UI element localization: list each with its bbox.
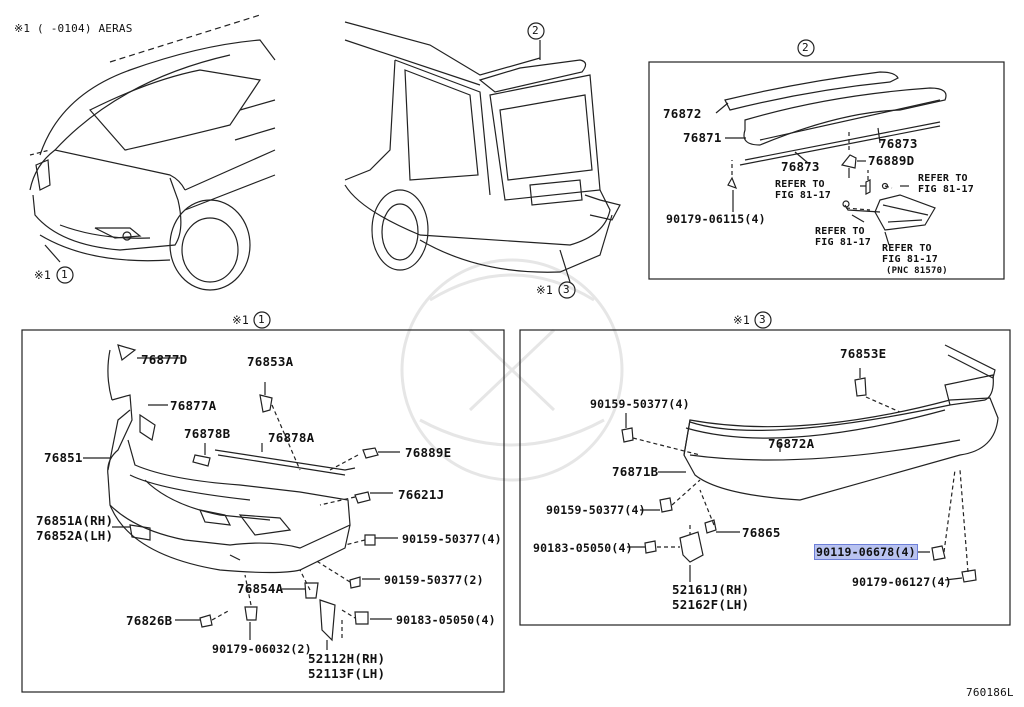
- part-76621J[interactable]: 76621J: [398, 487, 445, 502]
- part-52113F[interactable]: 52113F(LH): [308, 666, 386, 681]
- part-76854A[interactable]: 76854A: [237, 581, 284, 596]
- part-52161J[interactable]: 52161J(RH): [672, 582, 750, 597]
- refer-note-2: REFER TO: [918, 173, 968, 184]
- rear-leader-lines: [625, 368, 963, 582]
- section-mark-front: ※1: [232, 313, 249, 327]
- part-90183-05050-rear[interactable]: 90183-05050(4): [533, 541, 633, 555]
- section-number-front: 1: [258, 313, 265, 326]
- part-76865[interactable]: 76865: [742, 525, 781, 540]
- watermark-logo: [400, 258, 624, 482]
- rear-bumper-assembly: [621, 344, 999, 583]
- part-76872[interactable]: 76872: [663, 106, 702, 121]
- part-90159-50377-rear-lower[interactable]: 90159-50377(4): [546, 503, 646, 517]
- part-76851[interactable]: 76851: [44, 450, 83, 465]
- callout-circle-1: [56, 266, 74, 284]
- model-note: ※1 ( -0104) AERAS: [14, 22, 133, 35]
- part-76852A[interactable]: 76852A(LH): [36, 528, 114, 543]
- refer-fig-1[interactable]: FIG 81-17: [775, 190, 831, 201]
- part-52162F[interactable]: 52162F(LH): [672, 597, 750, 612]
- front-leader-lines: [83, 357, 400, 650]
- part-76889D[interactable]: 76889D: [868, 153, 915, 168]
- callout-number-front: 1: [61, 268, 68, 281]
- part-76851A[interactable]: 76851A(RH): [36, 513, 114, 528]
- pnc-note: (PNC 81570): [886, 266, 948, 276]
- part-76878A[interactable]: 76878A: [268, 430, 315, 445]
- part-90179-06032[interactable]: 90179-06032(2): [212, 642, 312, 656]
- section-number-rear: 3: [759, 313, 766, 326]
- callout-circle-2: [527, 22, 545, 40]
- refer-note-4: REFER TO: [882, 243, 932, 254]
- part-52112H[interactable]: 52112H(RH): [308, 651, 386, 666]
- diagram-id: 760186L: [966, 686, 1014, 699]
- part-90179-06115[interactable]: 90179-06115(4): [666, 212, 766, 226]
- part-90159-50377-2[interactable]: 90159-50377(2): [384, 573, 484, 587]
- part-76877A[interactable]: 76877A: [170, 398, 217, 413]
- front-bumper-assembly: [107, 344, 379, 642]
- part-76889E[interactable]: 76889E: [405, 445, 452, 460]
- part-90183-05050[interactable]: 90183-05050(4): [396, 613, 496, 627]
- part-76878B[interactable]: 76878B: [184, 426, 231, 441]
- refer-fig-3[interactable]: FIG 81-17: [815, 237, 871, 248]
- callout-mark-front: ※1: [34, 268, 51, 282]
- section-number-spoiler: 2: [802, 41, 809, 54]
- section-circle-3: [754, 311, 772, 329]
- section-circle-1: [253, 311, 271, 329]
- part-76877D[interactable]: 76877D: [141, 352, 188, 367]
- front-dashed-lines: [211, 404, 366, 640]
- part-90119-06678-highlighted[interactable]: 90119-06678(4): [814, 544, 918, 560]
- spoiler-leader-lines: [715, 102, 909, 246]
- refer-fig-4[interactable]: FIG 81-17: [882, 254, 938, 265]
- rear-car-illustration: [344, 21, 621, 283]
- part-76872A[interactable]: 76872A: [768, 436, 815, 451]
- section-mark-rear: ※1: [733, 313, 750, 327]
- spoiler-assembly: [724, 71, 947, 231]
- part-76853E[interactable]: 76853E: [840, 346, 887, 361]
- part-76853A[interactable]: 76853A: [247, 354, 294, 369]
- part-76873-lower[interactable]: 76873: [781, 159, 820, 174]
- part-76871[interactable]: 76871: [683, 130, 722, 145]
- part-76826B[interactable]: 76826B: [126, 613, 173, 628]
- part-76873-upper[interactable]: 76873: [879, 136, 918, 151]
- refer-note-3: REFER TO: [815, 226, 865, 237]
- part-90159-50377-rear-upper[interactable]: 90159-50377(4): [590, 397, 690, 411]
- refer-note-1: REFER TO: [775, 179, 825, 190]
- callout-mark-rear: ※1: [536, 283, 553, 297]
- refer-fig-2[interactable]: FIG 81-17: [918, 184, 974, 195]
- callout-number-spoiler: 2: [532, 24, 539, 37]
- callout-circle-3: [558, 281, 576, 299]
- part-90159-50377-4[interactable]: 90159-50377(4): [402, 532, 502, 546]
- front-car-illustration: [29, 14, 276, 291]
- rear-dashed-lines: [632, 396, 969, 573]
- part-76871B[interactable]: 76871B: [612, 464, 659, 479]
- section-circle-2: [797, 39, 815, 57]
- part-90179-06127[interactable]: 90179-06127(4): [852, 575, 952, 589]
- callout-number-rear: 3: [563, 283, 570, 296]
- spoiler-leaders: [731, 130, 893, 211]
